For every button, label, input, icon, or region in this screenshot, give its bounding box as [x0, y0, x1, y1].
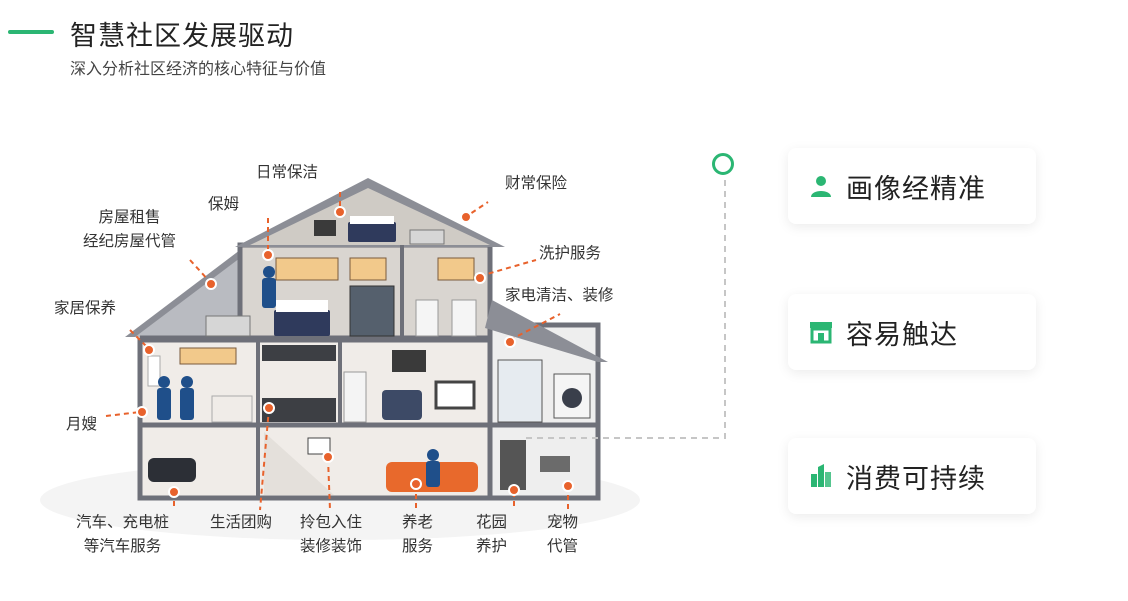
card-sustainable: 消费可持续: [788, 438, 1036, 514]
label-pet-line1: 宠物: [547, 513, 579, 531]
toilet: [451, 299, 477, 337]
label-rental-line2: 经纪房屋代管: [83, 232, 177, 250]
nanny-body: [262, 278, 276, 308]
label-car-line1: 汽车、充电桩: [76, 513, 170, 531]
sink: [415, 299, 439, 337]
house-cutaway: [40, 178, 640, 540]
living-tv: [392, 350, 426, 372]
label-rental-line1: 房屋租售: [98, 208, 161, 226]
connector-circle-marker: [712, 153, 734, 175]
label-move-in-line1: 拎包入住: [300, 513, 363, 531]
label-car-line2: 等汽车服务: [83, 537, 162, 555]
upper-window-2: [349, 257, 387, 281]
label-elderly-line1: 养老: [402, 513, 434, 531]
attic-monitor: [314, 220, 336, 236]
attic-pillow: [350, 216, 394, 224]
store-icon: [808, 319, 834, 345]
card-portrait: 画像经精准: [788, 148, 1036, 224]
kitchen-cabinets-top: [262, 345, 336, 361]
label-car: 汽车、充电桩 等汽车服务: [76, 510, 169, 558]
elder-head: [427, 449, 439, 461]
title-accent-line: [8, 30, 54, 34]
upper-window-3: [437, 257, 475, 281]
card-reach: 容易触达: [788, 294, 1036, 370]
label-move-in-line2: 装修装饰: [300, 537, 363, 555]
page-title: 智慧社区发展驱动: [70, 21, 294, 52]
garage-car: [148, 458, 196, 482]
label-maternity: 月嫂: [66, 415, 98, 433]
pet-dog: [540, 456, 570, 472]
armchair: [382, 390, 422, 420]
card-reach-label: 容易触达: [846, 319, 958, 351]
caretaker-head: [181, 376, 193, 388]
label-pet: 宠物 代管: [547, 510, 578, 558]
wardrobe: [349, 285, 395, 337]
living-monitor: [434, 380, 476, 410]
bedroom-pillow: [276, 300, 328, 312]
attic-cabinet: [409, 229, 445, 245]
label-group-buy: 生活团购: [210, 513, 273, 531]
label-nanny: 保姆: [208, 195, 240, 213]
staircase: [264, 432, 334, 495]
label-pet-line2: 代管: [547, 537, 579, 555]
label-rental: 房屋租售 经纪房屋代管: [83, 205, 176, 253]
nanny-head: [263, 266, 275, 278]
right-window: [497, 359, 543, 423]
left-room-window: [179, 347, 237, 365]
label-elderly-line2: 服务: [402, 537, 434, 555]
card-sustainable-label: 消费可持续: [846, 463, 986, 495]
attic-bed: [348, 222, 396, 242]
user-icon: [808, 173, 834, 199]
label-laundry: 洗护服务: [539, 244, 602, 262]
label-daily-cleaning: 日常保洁: [256, 163, 319, 181]
painting: [307, 437, 331, 455]
kitchen-cabinets-bottom: [262, 398, 336, 422]
label-appliance: 家电清洁、装修: [505, 286, 614, 304]
upper-window-1: [275, 257, 339, 281]
wall-panel: [147, 355, 161, 387]
page-subtitle: 深入分析社区经济的核心特征与价值: [70, 59, 327, 78]
garden-tools: [500, 440, 526, 490]
fridge: [343, 371, 367, 423]
mother-head: [158, 376, 170, 388]
washer-door: [562, 388, 582, 408]
elder-body: [426, 461, 440, 487]
label-move-in: 拎包入住 装修装饰: [300, 510, 362, 558]
label-garden-line2: 养护: [476, 537, 508, 555]
caretaker-body: [180, 388, 194, 420]
label-elderly: 养老 服务: [402, 510, 433, 558]
label-home-care: 家居保养: [54, 299, 117, 317]
label-garden: 花园 养护: [476, 510, 507, 558]
building-icon: [808, 463, 834, 489]
bedroom-bed: [274, 310, 330, 336]
label-garden-line1: 花园: [476, 513, 508, 531]
gray-connector: [526, 180, 726, 439]
label-property-insurance: 财常保险: [505, 174, 568, 192]
crib: [211, 395, 253, 423]
drawer-left: [205, 315, 251, 337]
mother-body: [157, 388, 171, 420]
card-portrait-label: 画像经精准: [846, 173, 986, 205]
